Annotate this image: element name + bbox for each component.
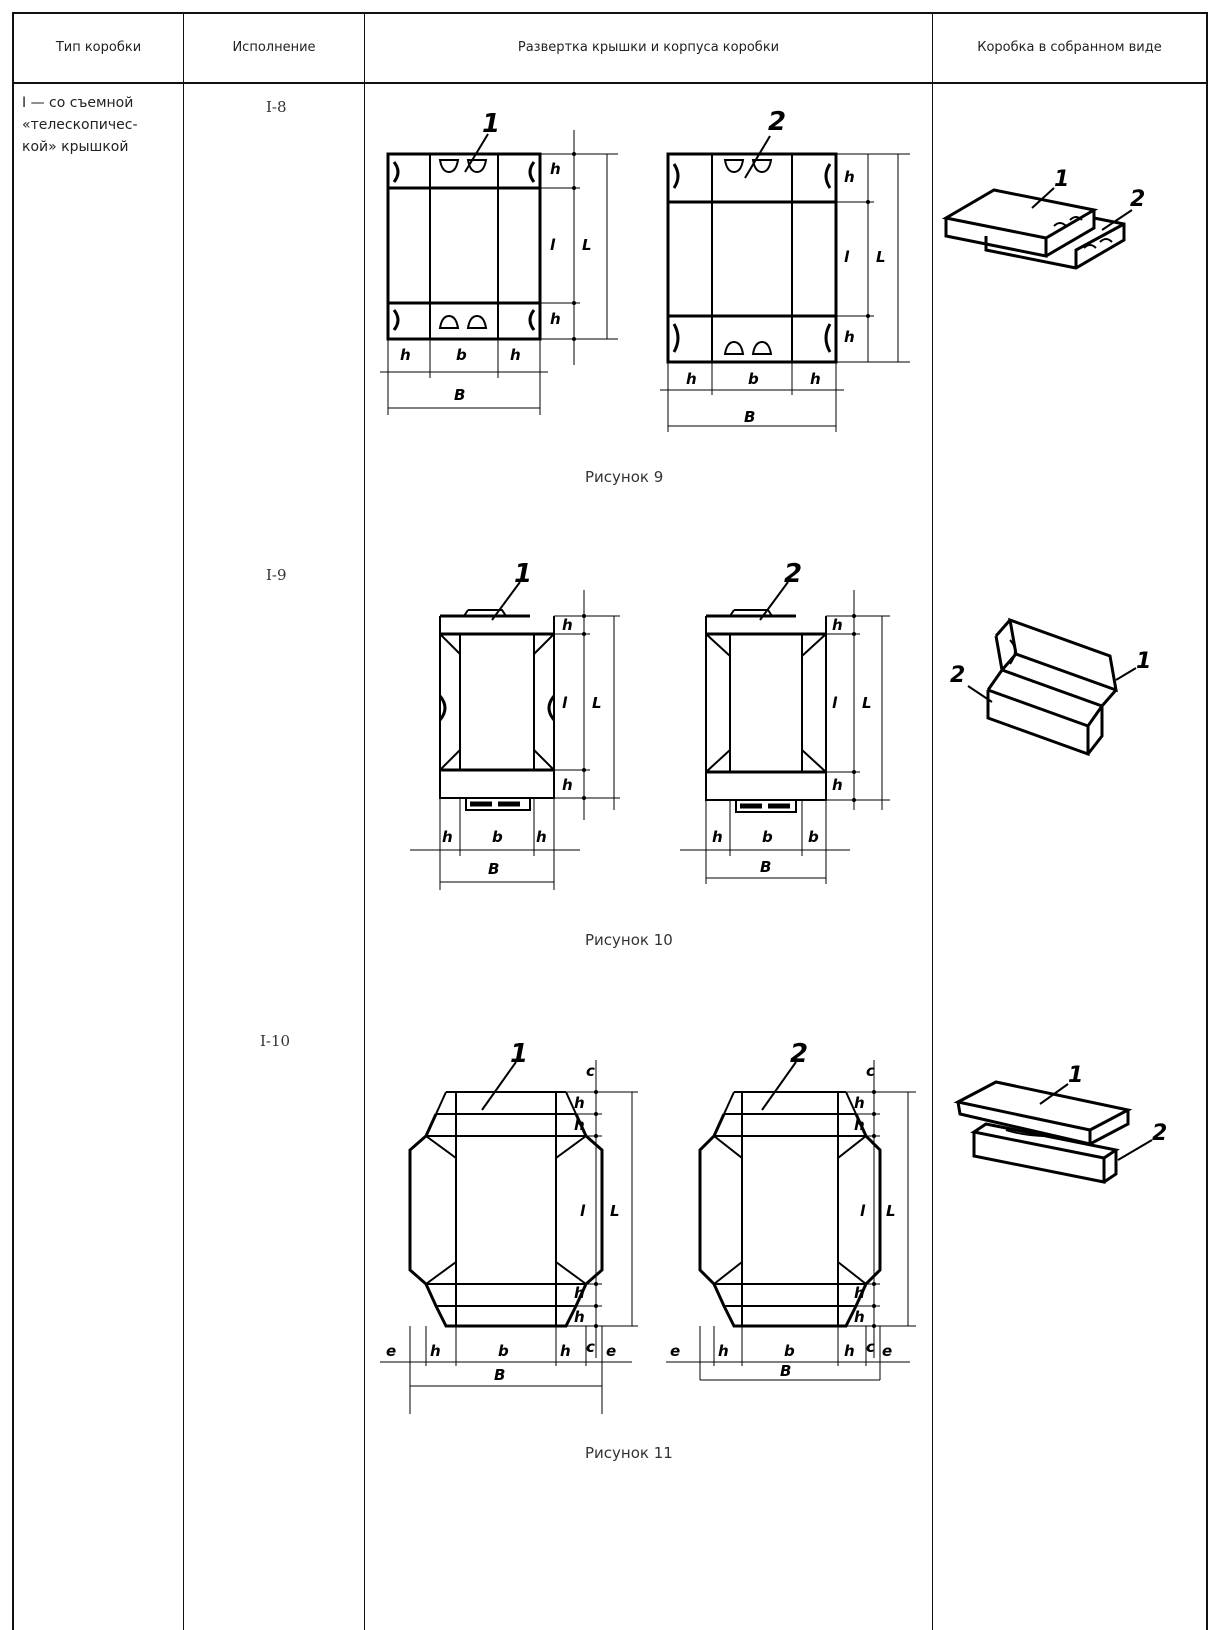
svg-text:h: h [536, 828, 547, 846]
svg-text:h: h [442, 828, 453, 846]
svg-text:b: b [784, 1342, 795, 1360]
svg-text:l: l [832, 694, 838, 712]
svg-text:h: h [854, 1284, 865, 1302]
svg-text:h: h [832, 616, 843, 634]
svg-text:e: e [670, 1342, 680, 1360]
svg-text:h: h [844, 1342, 855, 1360]
table-border-right [1206, 12, 1208, 1630]
svg-text:L: L [582, 236, 592, 254]
figure-11-unfolding: 1 2 c h h l L h h c e h b h e B c h h l … [380, 1039, 916, 1414]
svg-text:e: e [386, 1342, 396, 1360]
header-box-type: Тип коробки [55, 40, 142, 55]
svg-text:b: b [456, 346, 467, 364]
header-execution: Исполнение [232, 40, 316, 55]
svg-text:B: B [488, 860, 499, 878]
svg-text:h: h [574, 1308, 585, 1326]
svg-text:h: h [832, 776, 843, 794]
svg-text:B: B [494, 1366, 505, 1384]
svg-text:b: b [748, 370, 759, 388]
figure-9-unfolding: 1 2 h l L h h b h B h l L h h b h B [380, 107, 910, 432]
svg-text:h: h [560, 1342, 571, 1360]
svg-text:e: e [606, 1342, 616, 1360]
svg-text:L: L [592, 694, 602, 712]
figure-9-assembled: 1 2 [941, 167, 1145, 270]
caption-figure-11: Рисунок 11 [585, 1444, 673, 1462]
svg-text:b: b [492, 828, 503, 846]
svg-text:1: 1 [510, 1039, 528, 1069]
column-divider-1 [183, 12, 184, 1630]
svg-text:c: c [586, 1338, 595, 1356]
svg-text:b: b [808, 828, 819, 846]
svg-text:h: h [400, 346, 411, 364]
header-assembled: Коробка в собранном виде [977, 40, 1162, 55]
data-table: Тип коробки Исполнение Развертка крышки … [12, 12, 1208, 1630]
svg-text:1: 1 [482, 109, 500, 139]
svg-text:h: h [430, 1342, 441, 1360]
svg-text:h: h [562, 776, 573, 794]
svg-text:h: h [562, 616, 573, 634]
svg-text:h: h [712, 828, 723, 846]
svg-text:l: l [562, 694, 568, 712]
svg-text:h: h [550, 310, 561, 328]
column-divider-2 [364, 12, 365, 1630]
svg-text:h: h [574, 1094, 585, 1112]
svg-text:B: B [780, 1362, 791, 1380]
svg-text:h: h [574, 1116, 585, 1134]
svg-text:1: 1 [1054, 167, 1069, 192]
column-divider-3 [932, 12, 933, 1630]
execution-i10: I-10 [260, 1032, 291, 1050]
svg-text:h: h [510, 346, 521, 364]
svg-text:2: 2 [790, 1039, 808, 1069]
svg-text:c: c [866, 1338, 875, 1356]
svg-text:B: B [454, 386, 465, 404]
svg-text:h: h [844, 168, 855, 186]
svg-text:L: L [862, 694, 872, 712]
svg-text:c: c [866, 1062, 875, 1080]
svg-text:L: L [610, 1202, 620, 1220]
box-type-text: I — со съемной «телескопичес-кой» крышко… [22, 95, 138, 155]
svg-text:2: 2 [1130, 187, 1145, 212]
svg-text:l: l [550, 236, 556, 254]
svg-text:h: h [718, 1342, 729, 1360]
svg-text:l: l [844, 248, 850, 266]
svg-text:h: h [550, 160, 561, 178]
figure-10-unfolding: 1 2 h l L h h b h B h l L h h b b B [410, 559, 890, 890]
svg-text:b: b [498, 1342, 509, 1360]
svg-text:h: h [844, 328, 855, 346]
execution-i8: I-8 [266, 98, 287, 116]
table-border-top [12, 12, 1208, 14]
svg-text:1: 1 [514, 559, 532, 589]
svg-text:h: h [854, 1094, 865, 1112]
svg-text:1: 1 [1136, 649, 1151, 674]
svg-text:e: e [882, 1342, 892, 1360]
figure-10-assembled: 2 1 [950, 617, 1151, 757]
svg-text:B: B [760, 858, 771, 876]
svg-text:c: c [586, 1062, 595, 1080]
svg-text:1: 1 [1068, 1063, 1083, 1088]
svg-text:h: h [686, 370, 697, 388]
table-border-left [12, 12, 14, 1630]
header-separator [12, 82, 1208, 84]
svg-text:2: 2 [784, 559, 802, 589]
svg-text:2: 2 [950, 663, 965, 688]
svg-text:L: L [886, 1202, 896, 1220]
svg-text:h: h [810, 370, 821, 388]
svg-text:l: l [580, 1202, 586, 1220]
svg-text:L: L [876, 248, 886, 266]
svg-text:h: h [854, 1308, 865, 1326]
svg-text:l: l [860, 1202, 866, 1220]
header-unfolding: Развертка крышки и корпуса коробки [517, 40, 780, 55]
figure-11-assembled: 1 2 [953, 1063, 1167, 1184]
execution-i9: I-9 [266, 566, 287, 584]
svg-text:h: h [574, 1284, 585, 1302]
svg-text:B: B [744, 408, 755, 426]
svg-text:2: 2 [768, 107, 786, 137]
caption-figure-10: Рисунок 10 [585, 931, 673, 949]
svg-text:h: h [854, 1116, 865, 1134]
caption-figure-9: Рисунок 9 [585, 468, 664, 486]
svg-text:b: b [762, 828, 773, 846]
svg-text:2: 2 [1152, 1121, 1167, 1146]
